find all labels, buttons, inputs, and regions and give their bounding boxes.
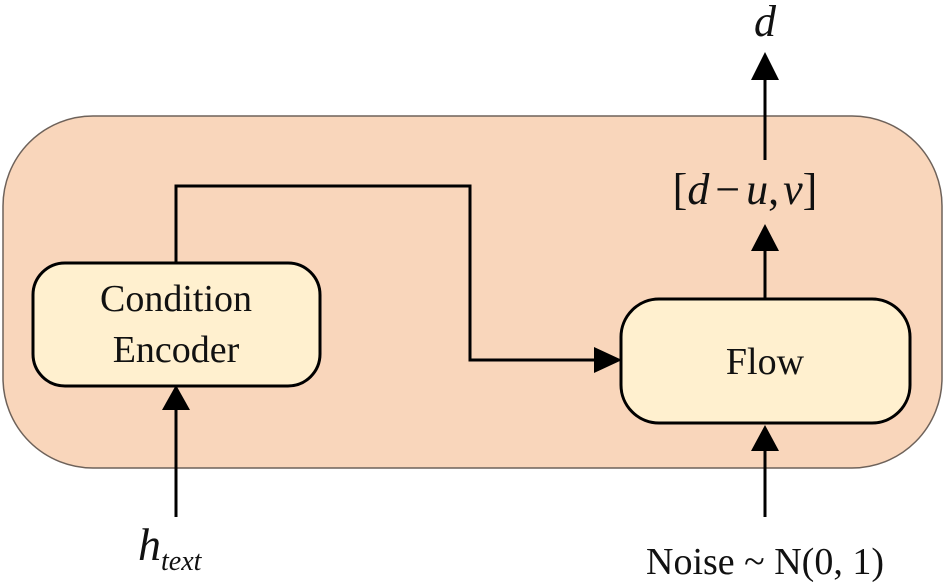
bracket-open: [ [673,165,688,214]
expr-v: v [783,165,803,214]
expr-minus: − [715,165,740,214]
condition-encoder-box [31,261,322,388]
output-to-d-arrowhead [751,52,779,80]
noise-input-label: Noise ~ N(0, 1) [646,541,884,583]
htext-to-encoder-arrowhead [162,385,190,410]
flow-to-output-arrowhead [751,224,779,251]
expr-u: u [746,165,768,214]
htext-subscript: text [161,546,203,577]
flow-label: Flow [726,341,805,383]
condition-encoder-label-line2: Encoder [113,329,240,371]
flow-box [619,297,912,425]
noise-to-flow-arrowhead [751,425,779,451]
condition-encoder-block: Condition Encoder [31,261,322,388]
encoder-to-flow-arrowhead [594,347,622,373]
duration-output-label: d [754,0,777,46]
bracket-close: ] [803,165,818,214]
flow-output-expression: [d−u,v] [673,165,818,214]
expr-d: d [687,165,710,214]
encoder-to-flow-connector [174,184,596,362]
htext-base: h [138,519,161,570]
flow-block: Flow [619,297,912,425]
htext-input-label: htext [138,519,203,577]
condition-encoder-label-line1: Condition [100,278,252,320]
expr-comma: , [768,165,779,214]
